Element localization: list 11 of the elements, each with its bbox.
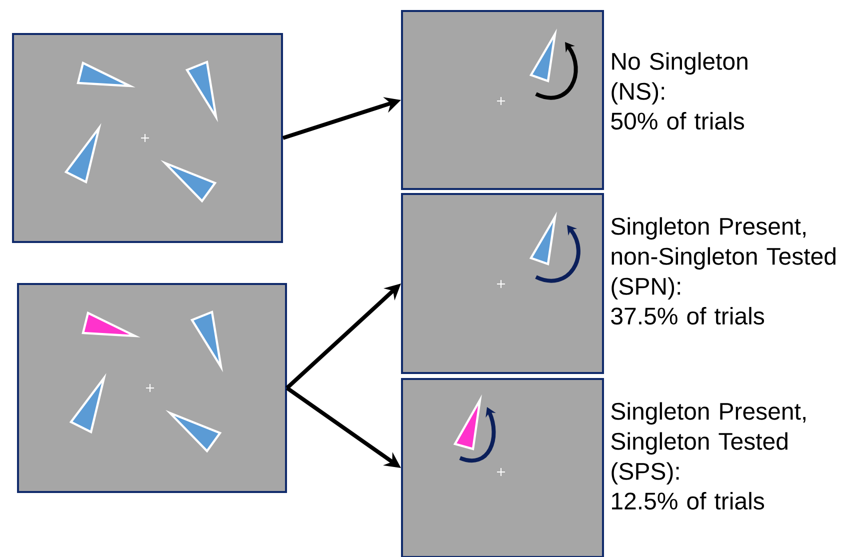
condition-label: 37.5% of trials bbox=[611, 306, 764, 325]
screen-box bbox=[17, 283, 287, 493]
condition-label: 50% of trials bbox=[611, 112, 744, 130]
screen-box bbox=[12, 33, 283, 243]
condition-label: Singleton Present, Singleton Tested (SPS): bbox=[611, 402, 806, 485]
condition-label: Singleton Present, non-Singleton Tested (SPN): bbox=[611, 217, 836, 300]
condition-label: No Singleton (NS): bbox=[612, 52, 748, 105]
screen-box bbox=[401, 378, 604, 557]
screen-box bbox=[401, 10, 604, 190]
condition-label: 12.5% of trials bbox=[612, 492, 764, 510]
screen-box bbox=[401, 193, 604, 374]
